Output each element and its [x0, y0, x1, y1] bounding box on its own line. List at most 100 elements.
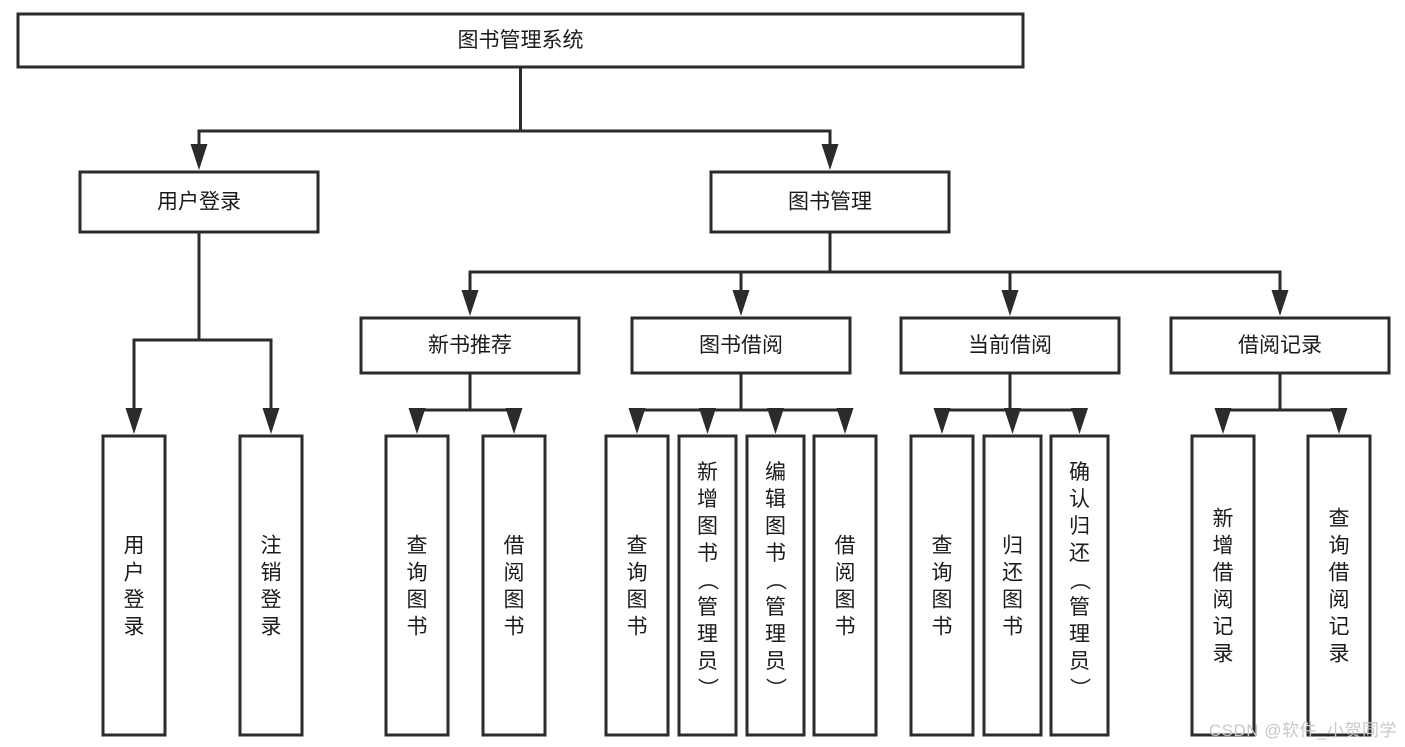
node-label-leaf-add-book-char-8: ） — [696, 678, 719, 699]
root-to-user-login-arrowhead — [190, 144, 208, 170]
node-leaf-user-login[interactable]: 用户登录 — [101, 434, 167, 737]
node-box-current-borrow[interactable] — [899, 316, 1121, 375]
node-book-borrow[interactable]: 图书借阅 — [630, 316, 852, 375]
node-box-leaf-query-book-current[interactable] — [909, 434, 975, 737]
node-label-leaf-confirm-return-char-7: 员 — [1069, 650, 1090, 673]
node-label-leaf-confirm-return-char-2: 归 — [1069, 515, 1090, 538]
node-label-leaf-user-login-char-1: 户 — [124, 562, 145, 585]
node-label-current-borrow: 当前借阅 — [968, 334, 1052, 357]
node-box-root[interactable] — [16, 12, 1025, 69]
node-label-leaf-edit-book-char-6: 理 — [765, 623, 786, 646]
node-label-leaf-edit-book-char-1: 辑 — [765, 488, 786, 511]
node-label-leaf-add-record-char-1: 增 — [1213, 535, 1234, 558]
node-box-leaf-confirm-return[interactable] — [1049, 434, 1110, 737]
node-label-leaf-add-record-char-0: 新 — [1213, 508, 1234, 531]
node-label-leaf-edit-book-char-8: ） — [764, 678, 787, 699]
node-label-leaf-query-record-char-3: 阅 — [1329, 589, 1350, 612]
node-box-leaf-logout[interactable] — [238, 434, 304, 737]
node-box-new-book-recommend[interactable] — [359, 316, 581, 375]
node-box-leaf-add-record[interactable] — [1190, 434, 1256, 737]
book-borrow-to-leaf-query-book-borrow-arrowhead — [628, 408, 646, 434]
node-label-leaf-add-book-char-6: 理 — [697, 623, 718, 646]
node-new-book-recommend[interactable]: 新书推荐 — [359, 316, 581, 375]
node-user-login[interactable]: 用户登录 — [78, 170, 320, 234]
current-borrow-to-leaf-query-book-current-arrowhead — [933, 408, 951, 434]
node-label-leaf-edit-book-char-3: 书 — [765, 542, 786, 565]
node-label-leaf-add-record-char-5: 录 — [1213, 643, 1234, 666]
node-label-leaf-return-book-char-3: 书 — [1002, 616, 1023, 639]
node-label-leaf-borrow-book-new-char-1: 阅 — [504, 562, 525, 585]
node-label-leaf-user-login-char-0: 用 — [124, 535, 145, 558]
node-box-book-borrow[interactable] — [630, 316, 852, 375]
node-label-leaf-add-book-char-1: 增 — [697, 488, 718, 511]
node-label-leaf-query-record-char-1: 询 — [1329, 535, 1350, 558]
borrow-record-to-leaf-add-record-arrowhead — [1214, 408, 1232, 434]
node-box-leaf-borrow-book-new[interactable] — [481, 434, 547, 737]
node-label-leaf-add-book-char-3: 书 — [697, 542, 718, 565]
node-label-leaf-confirm-return-char-0: 确 — [1069, 461, 1090, 484]
bm-to-borrow-record-arrowhead — [1271, 290, 1289, 316]
node-box-leaf-query-book-new[interactable] — [384, 434, 450, 737]
node-label-leaf-query-book-borrow-char-3: 书 — [627, 616, 648, 639]
nodes-layer: 图书管理系统用户登录图书管理新书推荐图书借阅当前借阅借阅记录用户登录注销登录查询… — [16, 12, 1391, 737]
node-box-user-login[interactable] — [78, 170, 320, 234]
node-label-borrow-record: 借阅记录 — [1238, 334, 1322, 357]
node-label-leaf-edit-book-char-0: 编 — [765, 461, 786, 484]
node-label-root: 图书管理系统 — [458, 29, 584, 52]
bm-to-new-book-recommend-arrowhead — [461, 290, 479, 316]
node-root[interactable]: 图书管理系统 — [16, 12, 1025, 69]
book-borrow-to-leaf-edit-book-arrowhead — [767, 408, 784, 434]
node-label-leaf-query-book-borrow-char-0: 查 — [627, 535, 648, 558]
node-label-leaf-edit-book-char-4: （ — [764, 570, 787, 591]
current-borrow-to-leaf-return-book-arrowhead — [1004, 408, 1021, 434]
node-label-leaf-query-book-borrow-char-2: 图 — [627, 589, 648, 612]
new-book-recommend-to-leaf-borrow-book-new-arrowhead — [505, 408, 523, 434]
node-label-leaf-add-book-char-0: 新 — [697, 461, 718, 484]
node-box-leaf-query-book-borrow[interactable] — [604, 434, 670, 737]
node-label-leaf-add-book-char-7: 员 — [697, 650, 718, 673]
node-box-leaf-user-login[interactable] — [101, 434, 167, 737]
node-label-leaf-add-book-char-5: 管 — [697, 596, 718, 619]
node-label-leaf-user-login-char-2: 登 — [124, 589, 145, 612]
node-label-leaf-confirm-return-char-3: 还 — [1069, 542, 1090, 565]
current-borrow-to-leaf-confirm-return-arrowhead — [1071, 408, 1088, 434]
node-box-leaf-edit-book[interactable] — [745, 434, 806, 737]
node-label-leaf-logout-char-2: 登 — [261, 589, 282, 612]
node-box-leaf-return-book[interactable] — [982, 434, 1043, 737]
node-box-book-management[interactable] — [709, 170, 951, 234]
root-to-book-management-arrowhead — [821, 144, 839, 170]
node-book-management[interactable]: 图书管理 — [709, 170, 951, 234]
node-label-leaf-confirm-return-char-5: 管 — [1069, 596, 1090, 619]
node-label-leaf-logout-char-0: 注 — [261, 535, 282, 558]
node-box-leaf-add-book[interactable] — [677, 434, 738, 737]
node-label-leaf-add-record-char-2: 借 — [1213, 562, 1234, 585]
node-box-leaf-borrow-book[interactable] — [812, 434, 878, 737]
node-box-leaf-query-record[interactable] — [1306, 434, 1372, 737]
node-label-leaf-add-record-char-3: 阅 — [1213, 589, 1234, 612]
node-label-leaf-add-book-char-2: 图 — [697, 515, 718, 538]
node-box-borrow-record[interactable] — [1169, 316, 1391, 375]
node-label-leaf-confirm-return-char-6: 理 — [1069, 623, 1090, 646]
node-label-leaf-query-record-char-0: 查 — [1329, 508, 1350, 531]
node-label-leaf-query-book-current-char-0: 查 — [932, 535, 953, 558]
new-book-recommend-to-leaf-query-book-new-arrowhead — [408, 408, 426, 434]
bm-to-current-borrow-arrowhead — [1001, 290, 1019, 316]
node-label-leaf-confirm-return-char-8: ） — [1068, 678, 1091, 699]
book-borrow-to-leaf-add-book-arrowhead — [699, 408, 716, 434]
user-login-to-leaf-user-login-arrowhead — [125, 408, 143, 434]
node-borrow-record[interactable]: 借阅记录 — [1169, 316, 1391, 375]
node-current-borrow[interactable]: 当前借阅 — [899, 316, 1121, 375]
